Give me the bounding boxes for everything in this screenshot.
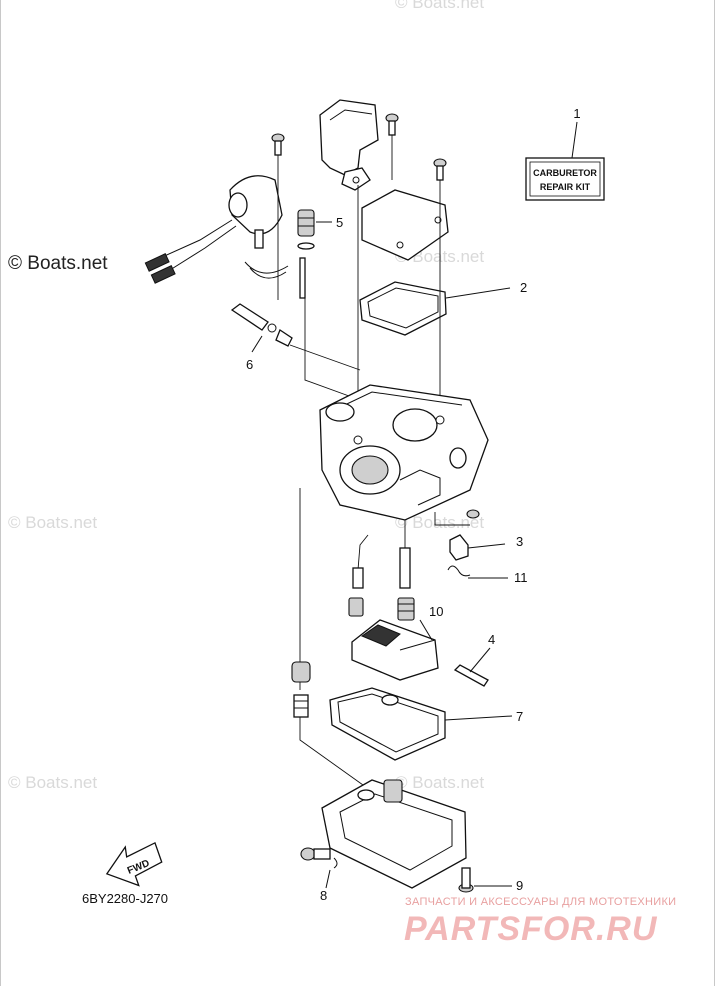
carburetor-body: [319, 384, 489, 521]
callout-1: 1: [573, 106, 580, 121]
callout-2: 2: [520, 280, 527, 295]
watermark-right: © Boats.net: [395, 513, 484, 532]
screw-top-left: [271, 133, 285, 156]
pilot-screw: [230, 303, 293, 353]
needle-valve: [449, 509, 506, 561]
callout-3: 3: [516, 534, 523, 549]
clip: [447, 565, 508, 579]
callout-7: 7: [516, 709, 523, 724]
float: [351, 619, 439, 681]
screw-9: [458, 867, 512, 893]
watermark-lower-left: © Boats.net: [8, 773, 97, 792]
float-valve-spring: [297, 209, 332, 299]
main-nozzle: [397, 547, 415, 621]
callout-8: 8: [320, 888, 327, 903]
float-pin: [453, 647, 491, 687]
fwd-arrow-icon: FWD: [105, 841, 163, 887]
kit-line-1: CARBURETOR: [533, 168, 597, 178]
diagram-code: 6BY2280-J270: [82, 891, 168, 906]
callout-6: 6: [246, 357, 253, 372]
drain-screw: [300, 847, 338, 889]
kit-line-2: REPAIR KIT: [540, 182, 591, 192]
gasket-2: [359, 281, 511, 336]
callout-10: 10: [429, 604, 443, 619]
ru-logo: PARTSFOR.RU: [404, 910, 658, 948]
repair-kit-box: CARBURETOR REPAIR KIT: [525, 121, 605, 201]
callout-9: 9: [516, 878, 523, 893]
watermark-main: © Boats.net: [8, 253, 108, 274]
callout-5: 5: [336, 215, 343, 230]
ru-subtitle: ЗАПЧАСТИ И АКСЕССУАРЫ ДЛЯ МОТОТЕХНИКИ: [405, 896, 676, 908]
solenoid-assembly: [144, 175, 289, 284]
callout-4: 4: [488, 632, 495, 647]
choke-bracket: [319, 99, 379, 191]
screw-top-right: [385, 113, 399, 136]
screw-plate: [433, 158, 447, 181]
watermark-left: © Boats.net: [8, 513, 97, 532]
callout-11: 11: [514, 570, 528, 585]
float-chamber: [321, 779, 467, 889]
cover-plate: [361, 189, 449, 261]
drain-spring: [291, 661, 311, 718]
main-jet: [348, 567, 364, 617]
float-chamber-gasket: [329, 687, 513, 761]
watermark-top: © Boats.net: [395, 0, 484, 12]
watermark-lower-right: © Boats.net: [395, 773, 484, 792]
